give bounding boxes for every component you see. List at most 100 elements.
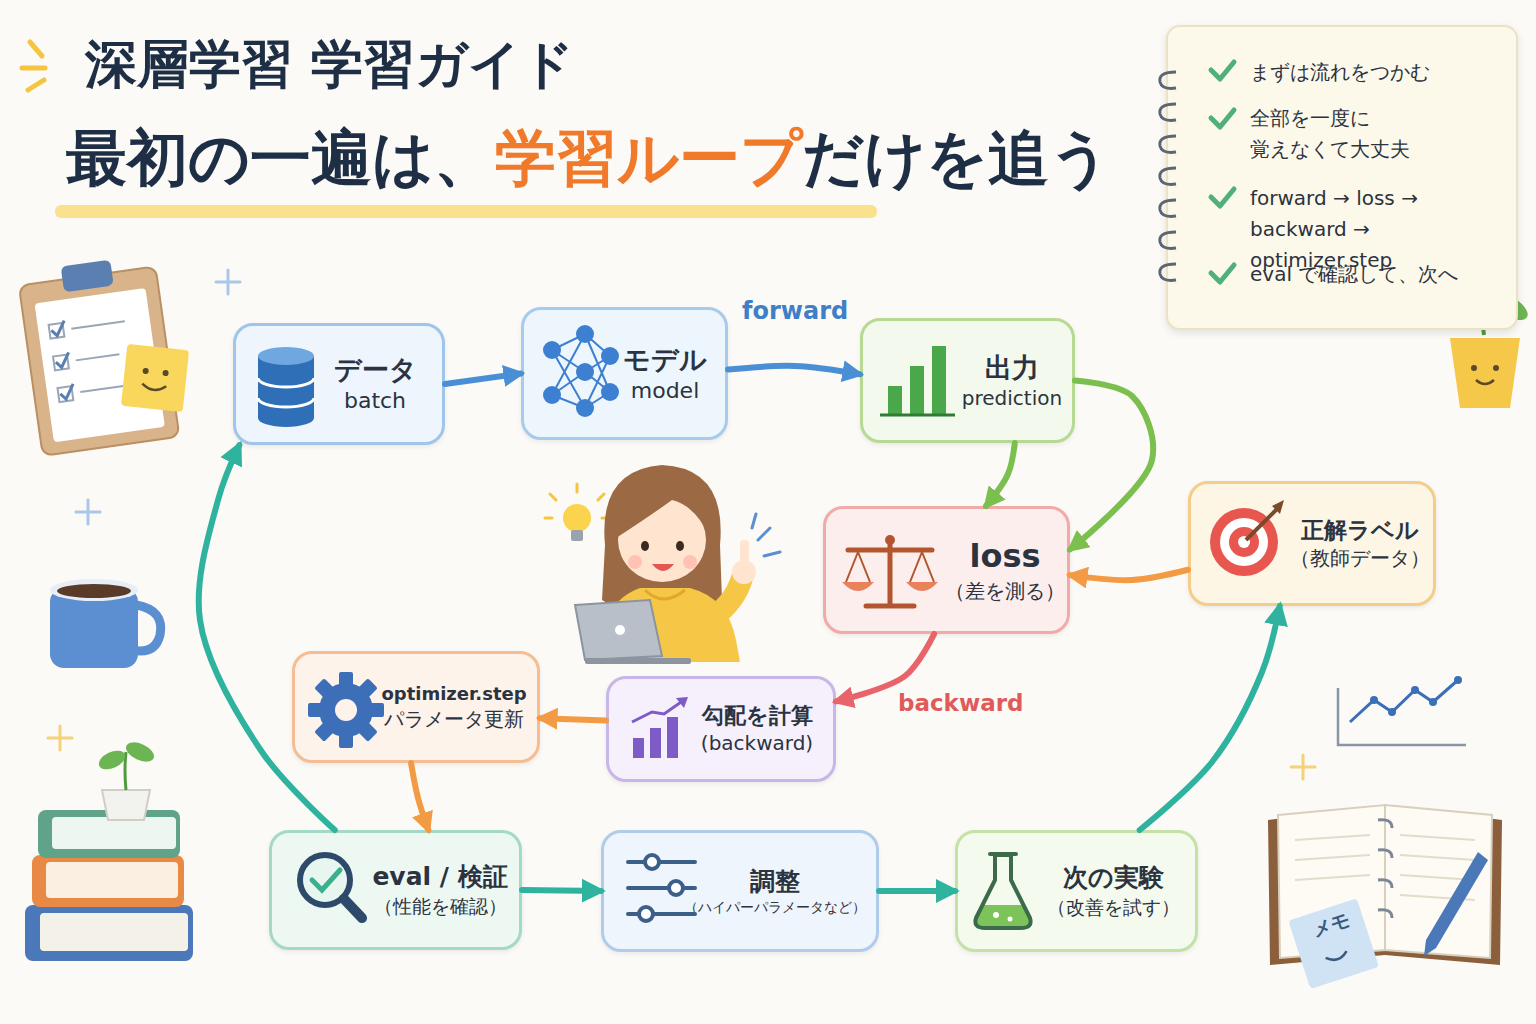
sticky-note-smiley — [121, 344, 189, 412]
slider-icon — [628, 862, 695, 914]
student-illustration — [641, 541, 649, 551]
trend-chart-doodle — [1370, 696, 1378, 704]
title-sparkle — [22, 42, 45, 90]
node-title: データ — [334, 352, 417, 387]
student-illustration — [683, 555, 697, 569]
node-title: eval / 検証 — [372, 861, 507, 894]
node-subtitle: （改善を試す） — [1047, 895, 1180, 920]
student-illustration — [602, 465, 722, 605]
lightbulb — [545, 484, 609, 518]
gear-icon — [308, 703, 324, 717]
coffee-mug — [50, 588, 138, 668]
book-stack — [32, 855, 184, 907]
coffee-mug — [50, 579, 138, 601]
network-icon — [601, 347, 619, 365]
trend-chart-doodle — [1338, 676, 1466, 745]
open-notebook — [1268, 805, 1502, 965]
book-stack — [125, 752, 126, 790]
network-icon — [543, 386, 561, 404]
plus-sparkle — [48, 726, 72, 750]
gear-icon — [357, 721, 378, 742]
clipboard-illustration — [49, 323, 65, 339]
node-subtitle: （ハイパーパラメータなど） — [684, 898, 866, 916]
notebook-spiral — [1160, 136, 1176, 152]
magnifier-icon — [300, 855, 362, 918]
checklist-note: まずは流れをつかむ全部を一度に 覚えなくて大丈夫forward → loss →… — [1166, 25, 1518, 330]
potted-plant — [1471, 365, 1477, 371]
trend-chart-doodle — [1350, 680, 1458, 722]
gear-icon — [339, 732, 353, 748]
bar-chart-icon — [932, 346, 946, 414]
gear-icon — [314, 678, 335, 699]
balance-scale-icon — [906, 582, 938, 591]
clipboard-illustration — [58, 386, 74, 402]
node-subtitle: （差を測る） — [945, 578, 1065, 604]
open-notebook — [1385, 805, 1492, 958]
potted-plant — [1493, 365, 1499, 371]
lightbulb — [563, 504, 591, 532]
node-title: 正解ラベル — [1301, 516, 1419, 546]
notebook-spiral — [1160, 72, 1176, 280]
magnifier-icon — [300, 855, 350, 905]
flow-arrow — [411, 763, 428, 830]
trend-chart-doodle — [1429, 698, 1437, 706]
book-stack — [25, 905, 193, 961]
database-icon — [258, 409, 314, 427]
network-icon — [543, 341, 561, 359]
bar-chart-icon — [910, 366, 924, 414]
open-notebook — [1268, 805, 1502, 965]
title-sparkle — [22, 66, 45, 71]
gear-icon — [339, 672, 353, 688]
edge-label: backward — [898, 690, 1024, 716]
memo-text: メモ — [1309, 907, 1353, 943]
flow-arrow — [1070, 381, 1153, 550]
node-subtitle: （性能を確認） — [374, 894, 507, 919]
clipboard-illustration — [35, 288, 165, 442]
checkmark — [1211, 62, 1234, 282]
lightbulb — [545, 484, 609, 541]
student-illustration — [645, 590, 685, 599]
gear-icon — [357, 678, 378, 699]
target-icon — [1246, 508, 1278, 540]
rising-chart-icon — [632, 700, 684, 722]
lightbulb — [545, 484, 609, 518]
checkmark — [1211, 265, 1234, 282]
flow-arrow — [540, 718, 606, 720]
trend-chart-doodle — [1370, 676, 1462, 716]
checklist-item: 全部を一度に 覚えなくて大丈夫 — [1250, 103, 1512, 165]
clipboard-illustration — [55, 352, 71, 368]
rising-chart-icon — [633, 738, 644, 758]
bar-chart-icon — [880, 414, 955, 417]
trend-chart-doodle — [1411, 686, 1419, 694]
potted-plant — [1450, 338, 1520, 408]
student-illustration — [752, 514, 780, 556]
trend-chart-doodle — [1388, 708, 1396, 716]
sticky-note-smiley — [142, 368, 149, 375]
node-subtitle: パラメータ更新 — [384, 706, 524, 732]
clipboard-illustration — [59, 384, 75, 400]
sticky-note-smiley — [121, 344, 189, 412]
node-subtitle: batch — [344, 387, 406, 416]
notebook-spiral — [1160, 104, 1176, 120]
connector-group — [199, 366, 1280, 891]
process-box: 調整（ハイパーパラメータなど） — [601, 830, 879, 952]
title-sparkle — [28, 80, 44, 90]
gear-icon — [319, 683, 373, 737]
balance-scale-icon — [848, 540, 932, 606]
student-illustration — [628, 555, 642, 569]
slider-icon — [639, 907, 653, 921]
student-illustration — [712, 578, 742, 618]
node-subtitle: prediction — [962, 385, 1062, 411]
clipboard-illustration — [50, 321, 75, 400]
database-icon — [258, 356, 314, 418]
target-icon — [1272, 500, 1284, 514]
trend-chart-doodle — [1454, 676, 1462, 684]
balance-scale-icon — [842, 582, 874, 591]
open-notebook — [1424, 852, 1488, 956]
flask-icon — [990, 852, 1016, 856]
network-icon — [552, 334, 610, 408]
process-box: データbatch — [233, 323, 445, 445]
flow-arrow — [1140, 606, 1280, 830]
title-sparkle — [30, 42, 42, 56]
